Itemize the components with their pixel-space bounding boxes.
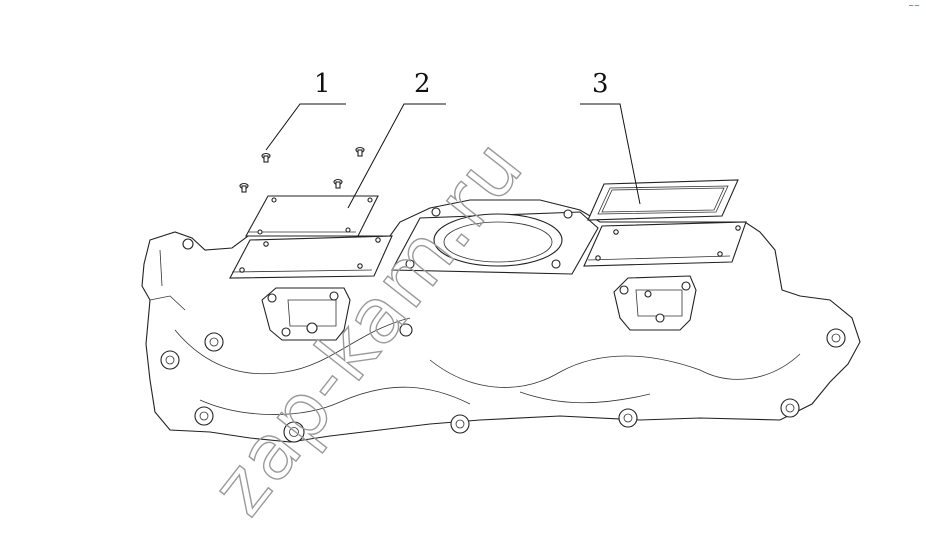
leader-lines: [265, 103, 641, 209]
screw: [333, 178, 343, 189]
leader-2: [347, 103, 446, 209]
right-port-pad: [613, 275, 697, 331]
part-1-screws: [239, 146, 365, 193]
screw: [239, 182, 249, 193]
left-port-pad: [261, 287, 351, 341]
corner-mark: ~~: [908, 2, 920, 10]
leader-1: [265, 103, 346, 151]
screw: [355, 146, 365, 157]
callout-2: 2: [414, 69, 431, 99]
right-port-flange: [583, 221, 747, 267]
callout-1: 1: [314, 69, 331, 99]
screw: [261, 152, 271, 163]
part-2-cover-plate: [245, 195, 379, 237]
center-outlet-flange: [391, 207, 599, 275]
callout-3: 3: [592, 69, 609, 99]
mounting-bosses: [160, 238, 846, 443]
left-port-flange: [229, 235, 393, 279]
leader-3: [580, 103, 641, 205]
part-3-gasket: [587, 179, 739, 221]
